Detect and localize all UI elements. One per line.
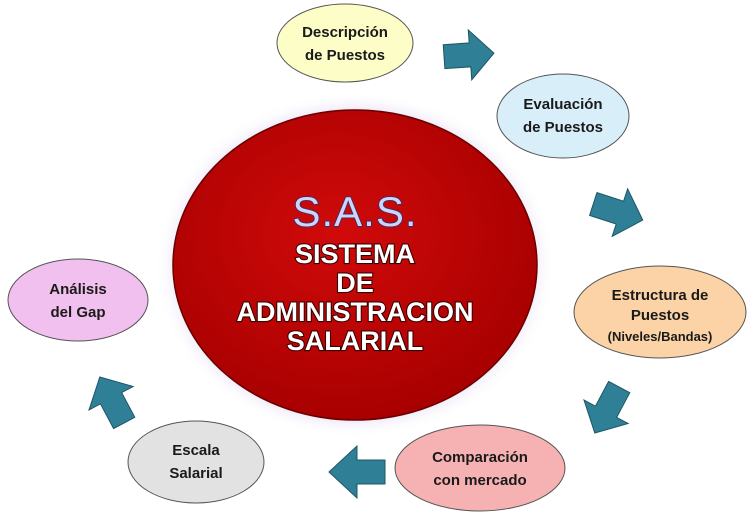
node-evaluacion-puestos: Evaluación de Puestos bbox=[496, 73, 630, 159]
center-line-3: ADMINISTRACION bbox=[237, 297, 474, 327]
node-descripcion-puestos: Descripción de Puestos bbox=[276, 3, 414, 83]
node-comparacion-line-2: con mercado bbox=[433, 472, 526, 489]
arrow-left-icon bbox=[328, 444, 386, 500]
center-line-4: SALARIAL bbox=[287, 326, 424, 356]
node-comparacion-mercado: Comparación con mercado bbox=[394, 424, 566, 512]
center-line-2: DE bbox=[336, 268, 374, 298]
arrow-right-icon bbox=[442, 28, 495, 82]
center-line-1: SISTEMA bbox=[295, 239, 415, 269]
node-escala-salarial: Escala Salarial bbox=[127, 420, 265, 504]
node-estructura-line-3: (Niveles/Bandas) bbox=[608, 329, 713, 344]
arrow-down-left-icon bbox=[583, 380, 631, 434]
node-estructura-line-1: Estructura de bbox=[612, 287, 709, 304]
center-node: S.A.S. SISTEMA DE ADMINISTRACION SALARIA… bbox=[155, 92, 555, 438]
node-analisis-gap: Análisis del Gap bbox=[7, 258, 149, 342]
center-title: S.A.S. bbox=[292, 188, 417, 235]
node-estructura-puestos: Estructura de Puestos (Niveles/Bandas) bbox=[573, 265, 747, 359]
arrow-down-right-icon bbox=[588, 187, 644, 238]
node-estructura-line-2: Puestos bbox=[631, 307, 689, 324]
node-escala-line-2: Salarial bbox=[169, 465, 222, 482]
arrow-up-left-icon bbox=[88, 376, 136, 430]
node-comparacion-line-1: Comparación bbox=[432, 449, 528, 466]
node-escala-line-1: Escala bbox=[172, 442, 220, 459]
node-analisis-line-1: Análisis bbox=[49, 281, 107, 298]
node-analisis-line-2: del Gap bbox=[50, 304, 105, 321]
node-descripcion-line-2: de Puestos bbox=[305, 47, 385, 64]
node-descripcion-line-1: Descripción bbox=[302, 24, 388, 41]
node-evaluacion-line-1: Evaluación bbox=[523, 96, 602, 113]
node-evaluacion-line-2: de Puestos bbox=[523, 119, 603, 136]
